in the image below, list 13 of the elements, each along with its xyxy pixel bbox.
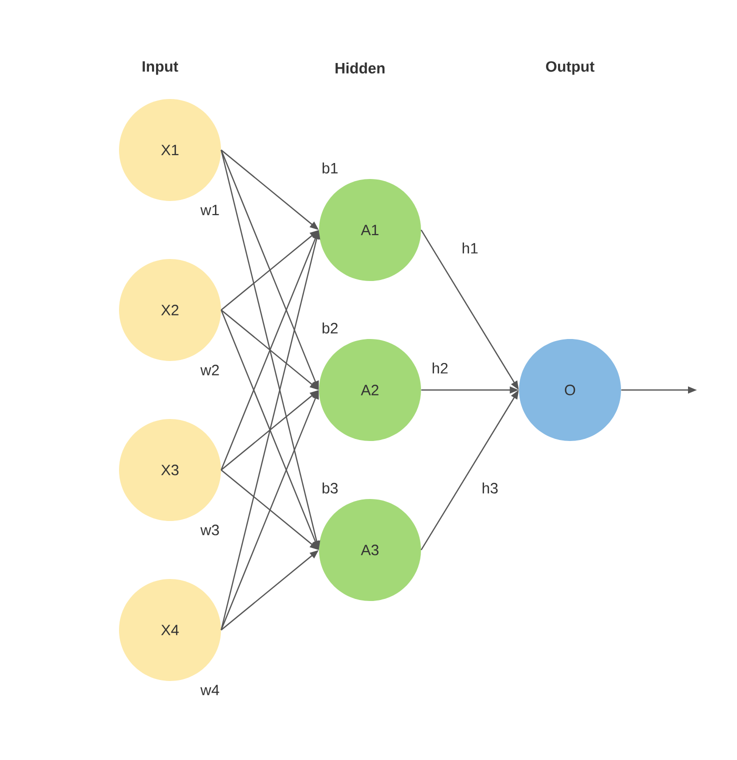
edge-label: h1 xyxy=(460,242,480,254)
weight-label: w1 xyxy=(200,204,219,216)
weight-label: w3 xyxy=(200,524,219,536)
column-heading: Output xyxy=(546,61,594,75)
weight-label: w2 xyxy=(200,364,219,376)
column-heading: Input xyxy=(142,61,178,75)
weight-label: w4 xyxy=(200,684,220,696)
bias-label: b2 xyxy=(322,322,338,334)
edge-label: h2 xyxy=(430,362,450,374)
column-heading: Hidden xyxy=(336,62,384,74)
bias-label: b3 xyxy=(322,482,338,494)
bias-label: b1 xyxy=(322,162,338,174)
edge-label: h3 xyxy=(480,481,500,494)
